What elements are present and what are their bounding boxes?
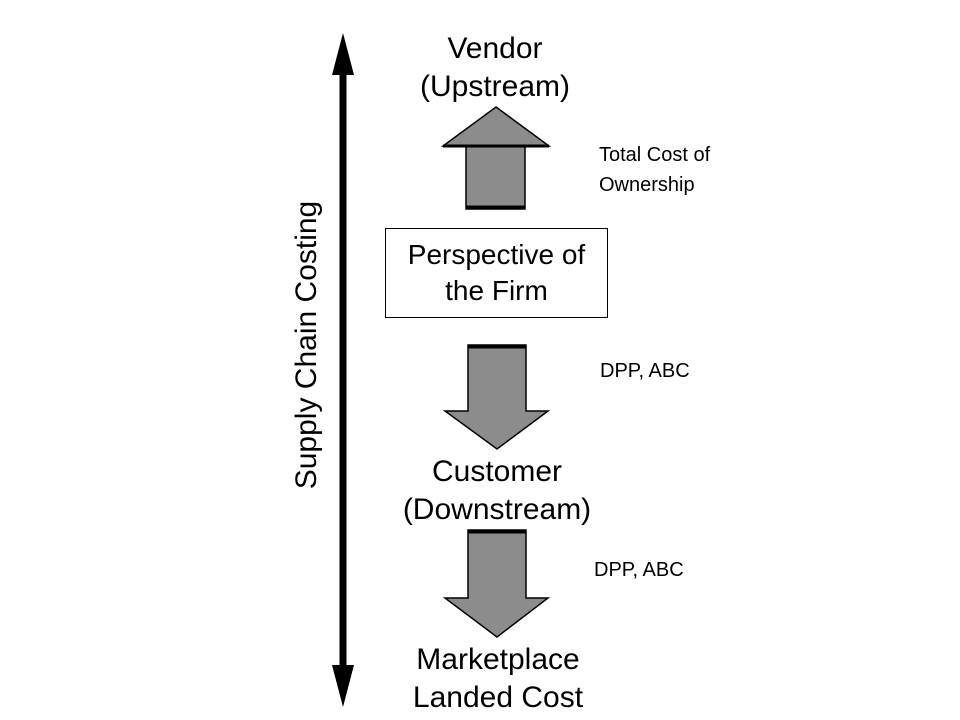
down-arrow-marketplace — [442, 529, 551, 638]
firm-line2: the Firm — [445, 275, 548, 306]
marketplace-node: Marketplace Landed Cost — [390, 641, 606, 716]
customer-line2: (Downstream) — [402, 492, 592, 526]
customer-line1: Customer — [431, 455, 563, 488]
up-arrow — [440, 106, 552, 210]
vendor-line2: (Upstream) — [419, 69, 570, 103]
dpp-abc-annotation-2: DPP, ABC — [594, 555, 754, 585]
marketplace-line1: Marketplace — [416, 643, 580, 676]
axis-double-arrow — [332, 33, 354, 707]
tco-line2: Ownership — [599, 174, 695, 196]
dpp-abc-annotation-1: DPP, ABC — [600, 356, 760, 386]
dpp-abc-label-2: DPP, ABC — [594, 559, 684, 581]
tco-line1: Total Cost of — [599, 144, 711, 166]
dpp-abc-label-1: DPP, ABC — [600, 360, 690, 382]
vendor-node: Vendor (Upstream) — [395, 30, 595, 105]
tco-annotation: Total Cost of Ownership — [599, 140, 799, 200]
axis-label-text: Supply Chain Costing — [290, 200, 323, 490]
down-arrow-customer — [442, 344, 551, 450]
customer-node: Customer (Downstream) — [380, 453, 614, 528]
firm-line1: Perspective of — [407, 238, 586, 270]
marketplace-line2: Landed Cost — [412, 680, 584, 714]
firm-node: Perspective of the Firm — [385, 228, 608, 318]
vendor-line1: Vendor — [447, 32, 543, 65]
